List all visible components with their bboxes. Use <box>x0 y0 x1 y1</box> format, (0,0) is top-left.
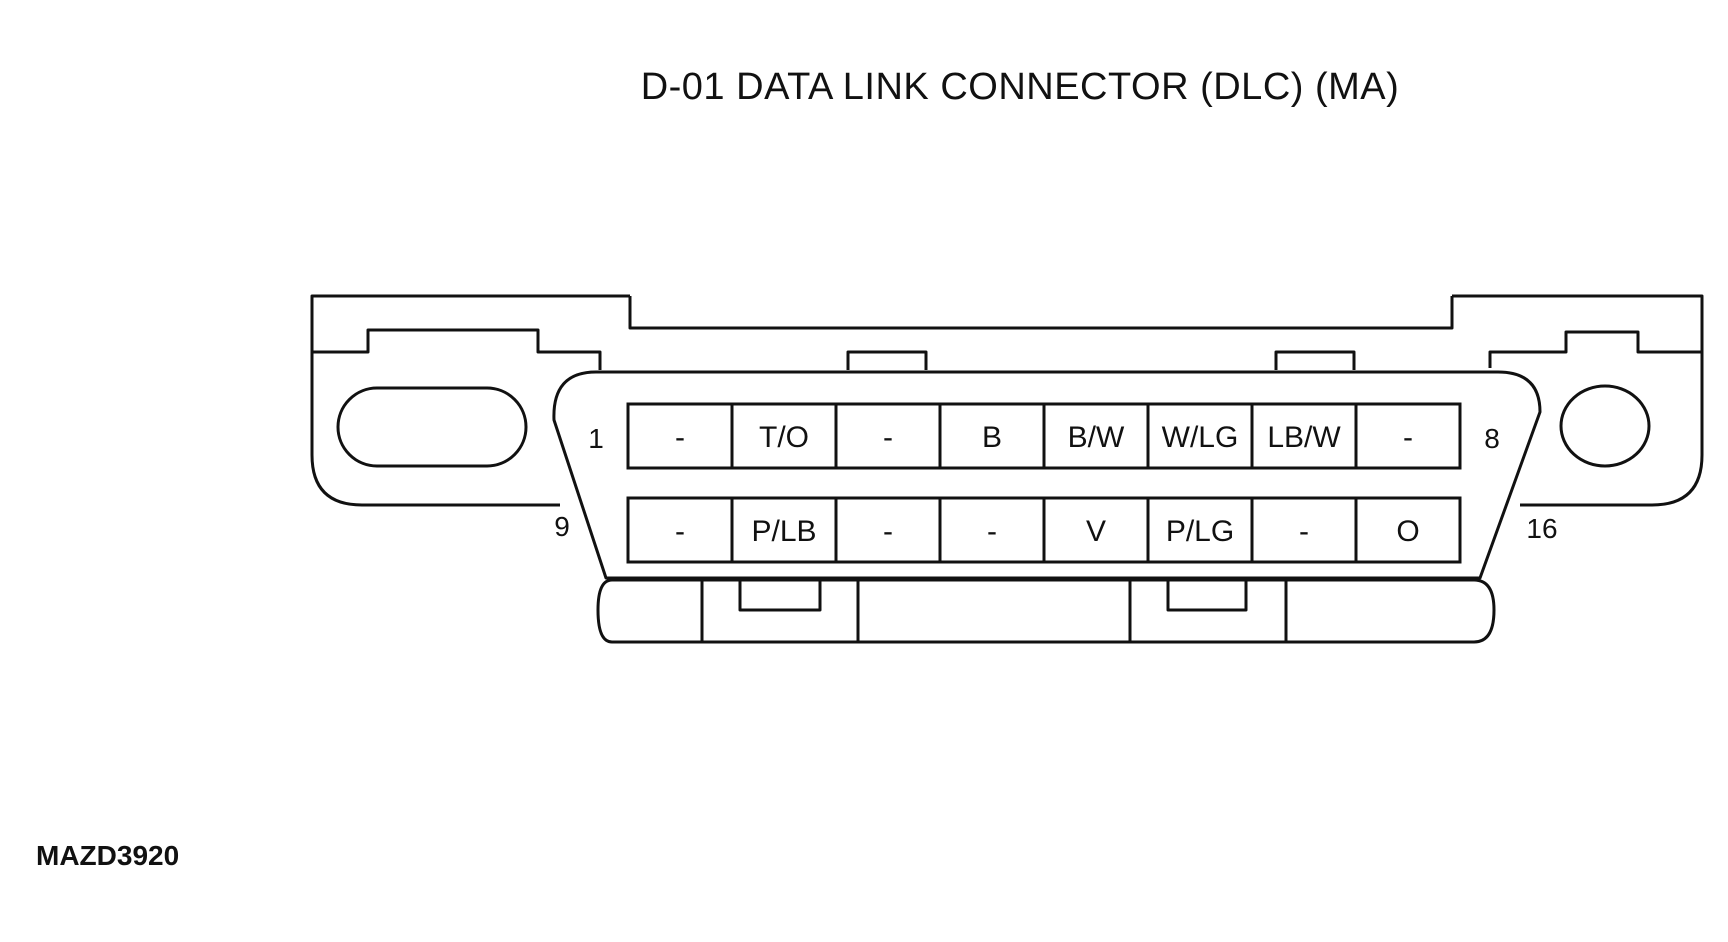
pin-cell-bottom-3: - <box>834 496 942 564</box>
pin-wire-color: P/LG <box>1166 515 1234 548</box>
pin-wire-color: - <box>883 421 893 454</box>
pin-wire-color: B <box>982 421 1002 454</box>
pin-cell-bottom-8: O <box>1354 496 1462 564</box>
pin-number-1: 1 <box>588 423 604 454</box>
pin-wire-color: - <box>675 421 685 454</box>
base-tab-left <box>738 580 822 612</box>
right-mounting-ear <box>1452 294 1704 507</box>
pin-cell-top-7: LB/W <box>1250 402 1358 470</box>
pin-cell-top-4: B <box>938 402 1046 470</box>
base-tab-right <box>1166 580 1248 612</box>
pin-wire-color: - <box>883 515 893 548</box>
pin-cell-box <box>1354 496 1462 564</box>
pin-wire-color: LB/W <box>1267 421 1341 454</box>
pin-cell-bottom-5: V <box>1042 496 1150 564</box>
pin-cell-top-3: - <box>834 402 942 470</box>
pin-cell-top-5: B/W <box>1042 402 1150 470</box>
pin-wire-color: P/LB <box>751 515 816 548</box>
pin-cell-bottom-4: - <box>938 496 1046 564</box>
figure-id: MAZD3920 <box>36 840 180 871</box>
pin-cell-top-2: T/O <box>730 402 838 470</box>
pin-cell-box <box>1354 402 1462 470</box>
pin-cell-bottom-7: - <box>1250 496 1358 564</box>
pin-wire-color: - <box>987 515 997 548</box>
pin-wire-color: - <box>1403 421 1413 454</box>
left-ear-top-step <box>312 328 602 370</box>
pin-wire-color: O <box>1396 515 1419 548</box>
left-mounting-ear <box>310 294 630 507</box>
pin-wire-color: - <box>1299 515 1309 548</box>
pin-number-16: 16 <box>1526 513 1557 544</box>
connector-body <box>552 370 1542 580</box>
pin-cell-top-6: W/LG <box>1146 402 1254 470</box>
left-mounting-slot <box>336 386 528 468</box>
pin-cell-top-8: - <box>1354 402 1462 470</box>
pin-wire-color: W/LG <box>1162 421 1239 454</box>
pin-wire-color: T/O <box>759 421 809 454</box>
pin-cell-bottom-1: - <box>626 496 734 564</box>
top-tab-right <box>1274 350 1356 370</box>
pin-number-8: 8 <box>1484 423 1500 454</box>
pin-wire-color: V <box>1086 515 1106 548</box>
diagram-title: D-01 DATA LINK CONNECTOR (DLC) (MA) <box>640 66 1400 108</box>
pin-grid: - T/O - B B/W W/LG LB/W - - P/LB - - V P/LG - O <box>626 402 1462 564</box>
connector-base <box>596 578 1496 644</box>
pin-wire-color: B/W <box>1068 421 1125 454</box>
pin-wire-color: - <box>675 515 685 548</box>
top-plate <box>628 296 1454 330</box>
right-ear-top-step <box>1488 330 1702 368</box>
pin-cell-bottom-2: P/LB <box>730 496 838 564</box>
top-tab-left <box>846 350 928 370</box>
pin-cell-top-1: - <box>626 402 734 470</box>
right-mounting-hole <box>1559 384 1651 468</box>
pin-number-9: 9 <box>554 511 570 542</box>
pin-cell-bottom-6: P/LG <box>1146 496 1254 564</box>
